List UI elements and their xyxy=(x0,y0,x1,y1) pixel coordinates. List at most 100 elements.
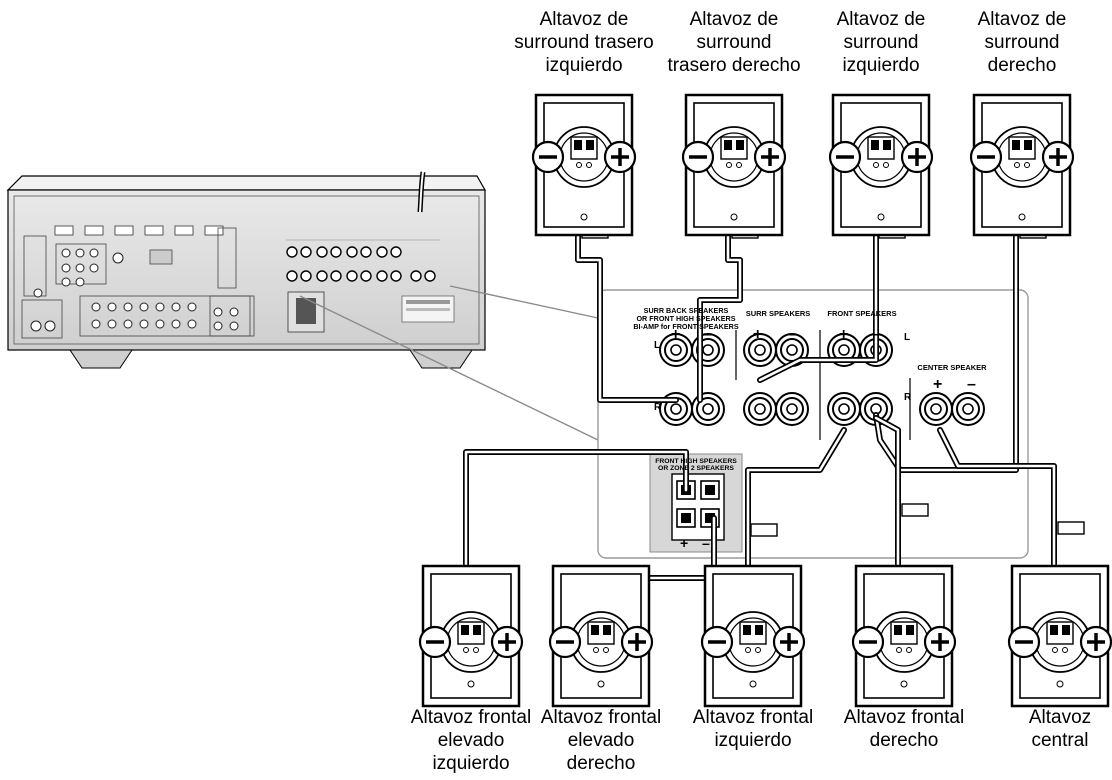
minus-terminal-icon xyxy=(700,625,734,659)
wire-front-high-left xyxy=(463,449,689,643)
wire-front-left xyxy=(745,427,847,643)
plus-terminal-icon xyxy=(923,625,957,659)
speaker-label-line: izquierdo xyxy=(432,753,510,774)
speaker-label-line: izquierdo xyxy=(842,55,920,76)
cable-tag xyxy=(901,503,929,517)
sign-plus-5: + xyxy=(680,535,688,551)
label-L-front: L xyxy=(904,332,910,343)
front-high-title-2: OR ZONE 2 SPEAKERS xyxy=(658,465,734,472)
sign-plus-3: + xyxy=(839,326,848,343)
speaker-label-line: central xyxy=(1031,730,1089,751)
terminal-minus-6 xyxy=(951,392,985,426)
speaker-label-line: surround trasero xyxy=(514,32,654,53)
speaker-label-line: Altavoz de xyxy=(836,9,926,30)
minus-terminal-icon xyxy=(681,140,715,174)
surround-right-speaker xyxy=(969,93,1075,237)
sign-minus-1: – xyxy=(703,326,712,343)
plus-terminal-icon xyxy=(490,625,524,659)
speaker-label-line: elevado xyxy=(437,730,505,751)
minus-terminal-icon xyxy=(1007,625,1041,659)
label-L-surr-back: L xyxy=(654,340,660,351)
speaker-label-line: Altavoz frontal xyxy=(692,707,814,728)
terminal-plus-4 xyxy=(743,392,777,426)
surround-left-speaker xyxy=(828,93,934,237)
cable-tag xyxy=(750,523,778,537)
speaker-label-line: derecho xyxy=(869,730,939,751)
terminal-labels: SURR BACK SPEAKERS OR FRONT HIGH SPEAKER… xyxy=(633,306,987,551)
plus-terminal-icon xyxy=(1041,140,1075,174)
plus-terminal-icon xyxy=(900,140,934,174)
speaker-label-line: Altavoz de xyxy=(539,9,629,30)
speaker-label-line: Altavoz frontal xyxy=(410,707,532,728)
minus-terminal-icon xyxy=(851,625,885,659)
sign-plus-2: + xyxy=(753,326,762,343)
speaker-label-line: surround xyxy=(984,32,1060,53)
surr-speakers-title: SURR SPEAKERS xyxy=(746,309,811,318)
speaker-label-line: izquierdo xyxy=(714,730,792,751)
minus-terminal-icon xyxy=(418,625,452,659)
terminal-minus-4 xyxy=(775,392,809,426)
speaker-label-line: Altavoz de xyxy=(977,9,1067,30)
plus-terminal-icon xyxy=(1079,625,1112,659)
wire-center xyxy=(937,427,1057,643)
surround-back-right-speaker xyxy=(681,93,787,237)
terminal-minus-3 xyxy=(691,392,725,426)
plus-terminal-icon xyxy=(603,140,637,174)
front-left-speaker xyxy=(700,564,806,708)
speaker-label-line: surround xyxy=(696,32,772,53)
front-high-left-speaker xyxy=(418,564,524,708)
cable-tag xyxy=(1057,521,1085,535)
sign-minus-5: – xyxy=(702,535,710,551)
terminal-plus-1 xyxy=(743,333,777,367)
speaker-label-line: Altavoz frontal xyxy=(540,707,662,728)
sign-minus-3: – xyxy=(873,326,882,343)
front-high-title-1: FRONT HIGH SPEAKERS xyxy=(655,458,737,465)
plus-terminal-icon xyxy=(772,625,806,659)
sign-minus-4: – xyxy=(967,376,976,393)
speaker-label-line: izquierdo xyxy=(545,55,623,76)
speaker-label-line: Altavoz frontal xyxy=(843,707,965,728)
zoom-callout-lines xyxy=(299,285,599,441)
minus-terminal-icon xyxy=(828,140,862,174)
label-R-front: R xyxy=(904,392,912,403)
front-speakers-title: FRONT SPEAKERS xyxy=(827,309,896,318)
minus-terminal-icon xyxy=(531,140,565,174)
speaker-label-line: Altavoz xyxy=(1028,707,1092,728)
label-R-surr-back: R xyxy=(654,402,662,413)
surr-back-title-1: SURR BACK SPEAKERS xyxy=(644,306,729,315)
center-speaker-title: CENTER SPEAKER xyxy=(917,363,987,372)
minus-terminal-icon xyxy=(548,625,582,659)
terminal-plus-6 xyxy=(919,392,953,426)
surround-back-left-speaker xyxy=(531,93,637,237)
sign-plus-4: + xyxy=(933,376,942,393)
plus-terminal-icon xyxy=(753,140,787,174)
terminal-plus-5 xyxy=(827,392,861,426)
plus-terminal-icon xyxy=(620,625,654,659)
speaker-label-line: derecho xyxy=(566,753,636,774)
sign-minus-2: – xyxy=(789,326,798,343)
front-right-speaker xyxy=(851,564,957,708)
speakers xyxy=(418,93,1112,708)
speaker-label-line: trasero derecho xyxy=(667,55,801,76)
speaker-terminals xyxy=(659,330,985,541)
speaker-label-line: derecho xyxy=(987,55,1057,76)
surr-back-title-3: BI-AMP for FRONT SPEAKERS xyxy=(633,322,738,331)
front-high-right-speaker xyxy=(548,564,654,708)
minus-terminal-icon xyxy=(969,140,1003,174)
speaker-label-line: surround xyxy=(843,32,919,53)
surr-back-title-2: OR FRONT HIGH SPEAKERS xyxy=(636,314,735,323)
speaker-label-line: Altavoz de xyxy=(689,9,779,30)
center-speaker xyxy=(1007,564,1112,708)
sign-plus-1: + xyxy=(671,326,680,343)
